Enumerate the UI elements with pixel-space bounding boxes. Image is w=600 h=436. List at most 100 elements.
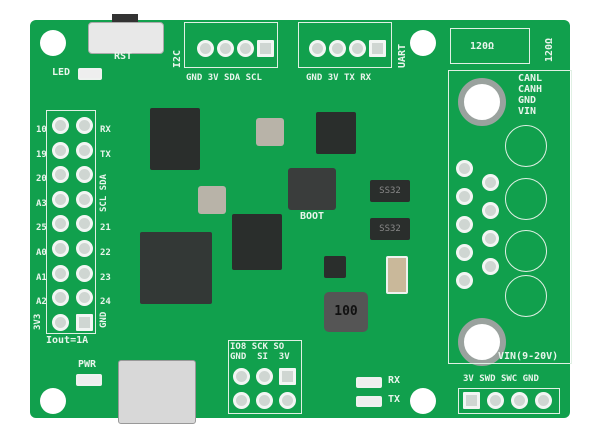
pin-label: SWD	[479, 374, 496, 384]
pin	[256, 368, 273, 385]
rst-label: RST	[114, 51, 133, 62]
gpio-header	[46, 110, 96, 334]
status-led	[78, 68, 102, 80]
tx-label: TX	[388, 394, 401, 405]
pin	[256, 392, 273, 409]
pin	[197, 40, 214, 57]
pin-label: 25	[36, 223, 47, 234]
header-pin	[76, 117, 93, 134]
header-pin	[76, 313, 93, 331]
regulator-chip	[324, 256, 346, 278]
reset-switch[interactable]	[88, 22, 164, 54]
pin-label: CANH	[518, 84, 543, 95]
screw-terminal	[505, 230, 547, 272]
header-pin	[52, 240, 69, 257]
pin-label: GND	[522, 374, 539, 384]
pin-label: 24	[100, 297, 111, 308]
res120-label: 120Ω	[470, 41, 495, 52]
pin	[257, 40, 274, 57]
i2c-connector	[184, 22, 278, 68]
pin-label: A1	[36, 272, 47, 283]
rx-label: RX	[388, 375, 401, 386]
spi-header	[228, 340, 302, 414]
header-pin	[76, 190, 93, 208]
pin	[369, 40, 386, 57]
left-pin-label-3v3: 3V3	[33, 313, 43, 330]
i2c-pin-labels: GND 3V SDA SCL	[186, 74, 262, 83]
header-pin	[52, 117, 69, 134]
uart-connector	[298, 22, 392, 68]
pin	[482, 174, 499, 191]
scl-sda-label: SCL SDA	[99, 174, 109, 212]
led-label: LED	[52, 67, 71, 78]
pin	[237, 40, 254, 57]
pin-label: RX	[100, 125, 111, 135]
pin-label: GND	[306, 73, 323, 83]
pin-label: A0	[36, 247, 47, 258]
pin	[482, 258, 499, 275]
reset-switch-actuator[interactable]	[112, 14, 138, 22]
pin-label: 10	[36, 125, 47, 135]
pin-label: VIN	[518, 106, 537, 117]
pin-label: 23	[100, 272, 111, 283]
right-pin-labels: RX TX 21 22 23 24	[100, 118, 111, 315]
pin-label: SCL	[245, 73, 262, 83]
header-pin	[76, 240, 93, 257]
swd-labels: 3V SWD SWC GND	[463, 375, 539, 384]
pin-label: SCK	[251, 342, 268, 352]
mounting-hole	[40, 388, 66, 414]
pin	[329, 40, 346, 57]
rx-led	[356, 377, 382, 388]
termination-jumper	[450, 28, 530, 64]
mounting-hole	[410, 388, 436, 414]
can-terminal-block	[448, 70, 572, 364]
micro-usb-port[interactable]	[118, 360, 196, 424]
header-pin	[52, 166, 69, 184]
pin	[456, 216, 473, 233]
inductor: 100	[324, 292, 368, 332]
pin-label: A2	[36, 297, 47, 308]
header-pin	[76, 141, 93, 159]
can-pin-labels: CANL CANH GND VIN	[518, 73, 542, 117]
mounting-hole	[458, 78, 506, 126]
pin	[535, 392, 552, 409]
uart-pin-labels: GND 3V TX RX	[306, 74, 371, 83]
pin	[349, 40, 366, 57]
pin-label: TX	[343, 73, 355, 83]
pin-label: SDA	[223, 73, 241, 83]
header-pin	[52, 264, 69, 282]
pin	[217, 40, 234, 57]
pin-label: 3V	[463, 374, 474, 384]
pin-label: TX	[100, 149, 111, 160]
header-pin	[52, 289, 69, 307]
diode: SS32	[370, 218, 410, 240]
pin-label: GND	[518, 95, 537, 106]
mounting-hole	[40, 30, 66, 56]
power-led	[76, 374, 102, 386]
pin	[233, 392, 250, 409]
usb-uart-chip	[150, 108, 200, 170]
can-transceiver-chip	[316, 112, 356, 154]
pin	[456, 272, 473, 289]
iout-label: Iout=1A	[46, 335, 89, 346]
spi-labels: IO8 SCK SO GND SI 3V	[230, 342, 290, 362]
pin	[482, 230, 499, 247]
left-pin-labels: 10 19 20 A3 25 A0 A1 A2	[36, 118, 47, 315]
header-pin	[76, 264, 93, 282]
gnd-label: GND	[99, 311, 109, 328]
pin-label: CANL	[518, 73, 543, 84]
vin-label: VIN(9-20V)	[498, 351, 559, 362]
pin-label: 3V	[278, 352, 290, 362]
pin	[463, 392, 480, 409]
pin-label: SWC	[500, 374, 518, 384]
pin	[233, 368, 250, 385]
header-pin	[52, 141, 69, 159]
boot-button[interactable]	[288, 168, 336, 210]
crystal	[198, 186, 226, 214]
pin-label: 19	[36, 149, 47, 160]
pin	[487, 392, 504, 409]
capacitor	[386, 256, 408, 294]
pin-label: 3V	[207, 73, 219, 83]
diode: SS32	[370, 180, 410, 202]
pin	[456, 160, 473, 177]
